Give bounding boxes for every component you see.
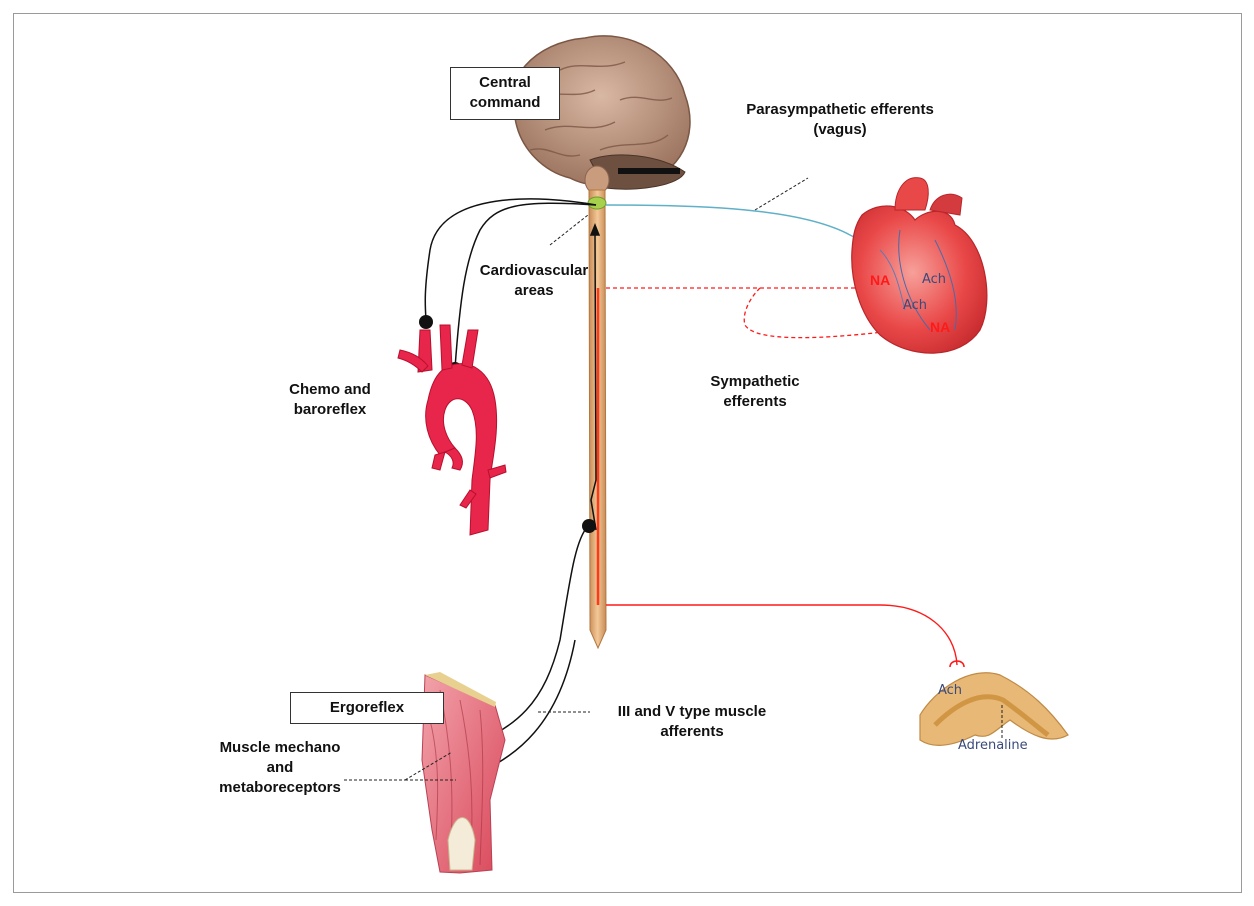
- chemo-line-2: baroreflex: [272, 400, 388, 420]
- heart-ach-mid-tag: Ach: [903, 298, 927, 313]
- heart-illustration: [852, 178, 987, 354]
- cardiovascular-line-1: Cardiovascular: [466, 261, 602, 281]
- parasympathetic-line-2: (vagus): [732, 120, 948, 140]
- muscle-afferents-line-1: III and V type muscle: [602, 702, 782, 722]
- parasympathetic-line-1: Parasympathetic efferents: [732, 100, 948, 120]
- muscle-receptors-line-3: metaboreceptors: [200, 778, 360, 798]
- spinal-cord-illustration: [588, 190, 606, 648]
- ergoreflex-box: Ergoreflex: [290, 692, 444, 724]
- parasympathetic-label: Parasympathetic efferents (vagus): [732, 100, 948, 140]
- muscle-afferents-label: III and V type muscle afferents: [602, 702, 782, 742]
- ergoreflex-label: Ergoreflex: [291, 698, 443, 718]
- muscle-receptors-label: Muscle mechano and metaboreceptors: [200, 738, 360, 798]
- cardiovascular-areas-label: Cardiovascular areas: [466, 261, 602, 301]
- adrenaline-tag: Adrenaline: [958, 738, 1028, 753]
- afferent-entry-node: [582, 519, 596, 533]
- cardiovascular-line-2: areas: [466, 281, 602, 301]
- sympathetic-line-1: Sympathetic: [700, 372, 810, 392]
- sympathetic-line-2: efferents: [700, 392, 810, 412]
- heart-na-top-tag: NA: [870, 272, 890, 288]
- central-command-line-1: Central: [451, 73, 559, 93]
- chemo-baroreflex-label: Chemo and baroreflex: [272, 380, 388, 420]
- central-command-line-2: command: [451, 93, 559, 113]
- central-command-box: Central command: [450, 67, 560, 120]
- muscle-receptors-line-2: and: [200, 758, 360, 778]
- sympathetic-efferents-label: Sympathetic efferents: [700, 372, 810, 412]
- heart-na-bottom-tag: NA: [930, 319, 950, 335]
- chemoreceptor-node: [419, 315, 433, 329]
- adrenal-efferent-line: [606, 605, 957, 665]
- muscle-receptors-line-1: Muscle mechano: [200, 738, 360, 758]
- aorta-illustration: [398, 325, 506, 535]
- chemo-line-1: Chemo and: [272, 380, 388, 400]
- muscle-afferents-line-2: afferents: [602, 722, 782, 742]
- heart-ach-top-tag: Ach: [922, 272, 946, 287]
- adrenal-ach-tag: Ach: [938, 683, 962, 698]
